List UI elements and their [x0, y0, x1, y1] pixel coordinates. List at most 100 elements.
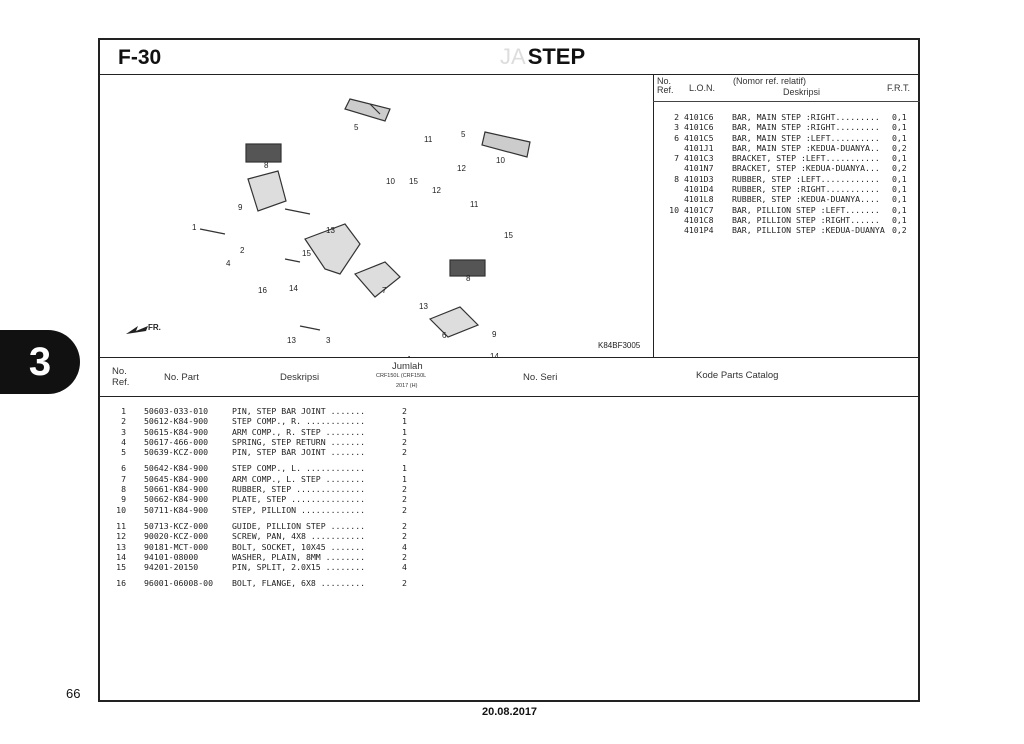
lon-ref: 8 — [674, 173, 679, 184]
title-text: STEP — [527, 44, 586, 69]
part-qty: 2 — [402, 406, 407, 416]
part-qty: 2 — [402, 436, 407, 447]
callout-number: 9 — [492, 330, 497, 339]
header-kode-catalog: Kode Parts Catalog — [696, 370, 779, 381]
table-row: 5 50639-KCZ-000 PIN, STEP BAR JOINT ......… — [112, 447, 407, 457]
part-qty: 2 — [402, 578, 407, 589]
callout-number: 1 — [192, 223, 197, 232]
lon-header-desc-note: (Nomor ref. relatif) — [733, 76, 807, 86]
part-ref: 7 — [121, 473, 126, 484]
lon-frt: 0,1 — [891, 173, 907, 184]
part-number: 96001-06008-00 — [144, 578, 214, 589]
lon-code: 4101J1 — [683, 142, 714, 153]
part-qty: 4 — [402, 541, 407, 552]
lon-header-frt: F.R.T. — [887, 83, 911, 93]
part-desc: STEP COMP., R. ............ — [232, 416, 366, 427]
part-desc: PIN, STEP BAR JOINT ....... — [232, 447, 366, 458]
lon-code: 4101P4 — [683, 225, 714, 236]
part-ref: 5 — [121, 447, 126, 458]
lon-code: 4101C6 — [683, 112, 714, 122]
lon-header-no-ref: No. Ref. — [657, 76, 674, 95]
lon-desc: RUBBER, STEP :LEFT............ — [731, 173, 880, 184]
callout-number: 13 — [419, 302, 428, 311]
part-desc: STEP, PILLION ............. — [232, 504, 366, 515]
pillion-step-right — [344, 98, 391, 122]
callout-number: 7 — [382, 286, 387, 295]
part-number: 50612-K84-900 — [144, 416, 209, 427]
page-title: JASTEP — [500, 44, 585, 70]
part-desc: PIN, STEP BAR JOINT ....... — [232, 406, 366, 416]
part-number: 50711-K84-900 — [144, 504, 209, 515]
lon-frt: 0,1 — [891, 132, 907, 143]
lon-desc: RUBBER, STEP :RIGHT........... — [731, 184, 880, 195]
step-left — [428, 306, 480, 338]
callout-number: 12 — [457, 164, 466, 173]
part-desc: PIN, SPLIT, 2.0X15 ........ — [232, 562, 366, 573]
part-qty: 2 — [402, 504, 407, 515]
arm-left — [353, 261, 401, 298]
part-ref: 15 — [116, 562, 126, 573]
part-desc: GUIDE, PILLION STEP ....... — [232, 520, 366, 531]
lon-ref: 2 — [674, 112, 679, 122]
lon-code: 4101D3 — [683, 173, 714, 184]
part-ref: 10 — [116, 504, 126, 515]
lon-frt: 0,1 — [891, 204, 907, 215]
header-jumlah-model: CRF150L (CRF150L — [376, 373, 427, 379]
lon-rows: 2 4101C6 BAR, MAIN STEP :RIGHT......... 0,… — [661, 112, 907, 236]
callout-number: 4 — [226, 259, 231, 268]
print-date: 20.08.2017 — [482, 706, 538, 718]
part-number: 50639-KCZ-000 — [144, 447, 209, 458]
callout-number: 8 — [466, 274, 471, 283]
part-qty: 1 — [402, 416, 407, 427]
lon-code: 4101C6 — [683, 122, 714, 133]
callout-number: 10 — [386, 177, 395, 186]
lon-frt: 0,2 — [891, 225, 907, 236]
callout-number: 16 — [258, 286, 267, 295]
ghost-text: JA — [500, 44, 526, 69]
lon-desc: BAR, PILLION STEP :RIGHT...... — [731, 214, 880, 225]
step-right — [247, 170, 287, 212]
lon-ref: 10 — [669, 204, 679, 215]
part-number: 50662-K84-900 — [144, 494, 209, 505]
lon-code: 4101C7 — [683, 204, 714, 215]
lon-desc: BAR, PILLION STEP :LEFT....... — [731, 204, 880, 215]
part-ref: 6 — [121, 463, 126, 474]
callout-number: 11 — [470, 200, 479, 209]
table-row: 10 50711-K84-900 STEP, PILLION ...........… — [112, 505, 407, 515]
callout-number: 11 — [424, 135, 433, 144]
part-number: 50615-K84-900 — [144, 426, 209, 437]
part-qty: 2 — [402, 531, 407, 542]
callout-number: 14 — [289, 284, 298, 293]
callout-number: 8 — [264, 161, 269, 170]
part-number: 94201-20150 — [144, 562, 199, 573]
lon-code: 4101L8 — [683, 194, 714, 205]
lon-desc: BAR, MAIN STEP :RIGHT......... — [731, 112, 880, 122]
part-ref: 1 — [121, 406, 126, 416]
lon-frt: 0,1 — [891, 214, 907, 225]
part-ref: 4 — [121, 436, 126, 447]
arm-right — [304, 223, 361, 275]
header-jumlah-year: 2017 (H) — [396, 383, 418, 389]
callout-number: 15 — [302, 249, 311, 258]
callout-number: 13 — [326, 226, 335, 235]
part-qty: 1 — [402, 473, 407, 484]
lon-row: 8 4101D3 RUBBER, STEP :LEFT............ 0,… — [661, 174, 907, 184]
page-header: F-30 JASTEP — [100, 40, 918, 75]
callout-number: 14 — [490, 352, 499, 357]
part-qty: 2 — [402, 484, 407, 495]
